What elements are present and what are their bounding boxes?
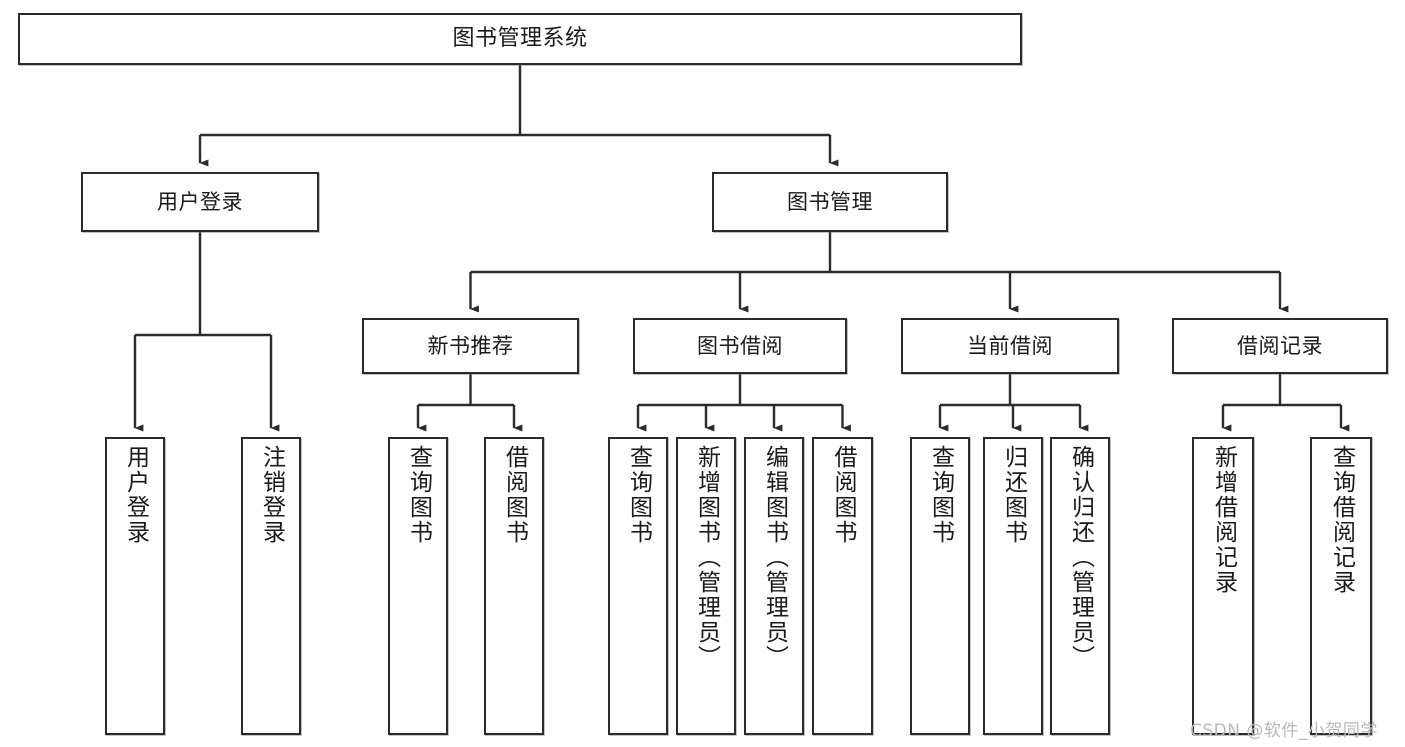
node-new_books[interactable]: 新书推荐	[362, 318, 579, 374]
node-label: 当前借阅	[967, 333, 1053, 358]
node-l_c_return[interactable]: 归还图书	[983, 437, 1043, 735]
node-user_login[interactable]: 用户登录	[81, 172, 319, 232]
node-label: 借阅图书	[830, 445, 856, 545]
node-label: 查询借阅记录	[1328, 445, 1355, 595]
node-current[interactable]: 当前借阅	[901, 318, 1119, 374]
node-l_c_query[interactable]: 查询图书	[910, 437, 970, 735]
node-l_b_borrow[interactable]: 借阅图书	[812, 437, 873, 735]
node-label: 查询图书	[405, 445, 432, 545]
node-l_user_logout[interactable]: 注销登录	[241, 437, 301, 735]
node-label: 新增借阅记录	[1210, 445, 1237, 595]
node-borrow[interactable]: 图书借阅	[633, 318, 847, 374]
node-l_c_confirm[interactable]: 确认归还（管理员）	[1050, 437, 1110, 735]
node-label: 编辑图书（管理员）	[761, 445, 788, 670]
node-l_r_query[interactable]: 查询借阅记录	[1310, 437, 1372, 735]
node-l_nb_borrow[interactable]: 借阅图书	[484, 437, 544, 735]
node-label: 用户登录	[157, 189, 243, 214]
node-label: 图书借阅	[697, 333, 783, 358]
node-l_nb_query[interactable]: 查询图书	[388, 437, 448, 735]
node-l_b_query[interactable]: 查询图书	[608, 437, 668, 735]
node-label: 归还图书	[1000, 445, 1027, 545]
node-label: 新增图书（管理员）	[693, 445, 720, 670]
node-label: 用户登录	[122, 445, 149, 545]
node-l_r_add[interactable]: 新增借阅记录	[1192, 437, 1254, 735]
node-label: 确认归还（管理员）	[1067, 445, 1094, 670]
node-l_user_login[interactable]: 用户登录	[105, 437, 165, 735]
node-label: 查询图书	[625, 445, 652, 545]
csdn-watermark: CSDN @软件_小贺同学	[1190, 721, 1378, 741]
node-records[interactable]: 借阅记录	[1172, 318, 1388, 374]
node-label: 查询图书	[927, 445, 954, 545]
node-label: 图书管理	[787, 189, 873, 214]
node-label: 图书管理系统	[452, 26, 588, 52]
node-l_b_edit[interactable]: 编辑图书（管理员）	[744, 437, 804, 735]
node-label: 借阅记录	[1237, 333, 1323, 358]
node-label: 新书推荐	[427, 333, 514, 358]
node-label: 借阅图书	[501, 445, 528, 545]
node-book_mgmt[interactable]: 图书管理	[712, 172, 948, 232]
node-label: 注销登录	[258, 445, 285, 545]
node-root[interactable]: 图书管理系统	[18, 13, 1022, 65]
node-l_b_add[interactable]: 新增图书（管理员）	[676, 437, 736, 735]
